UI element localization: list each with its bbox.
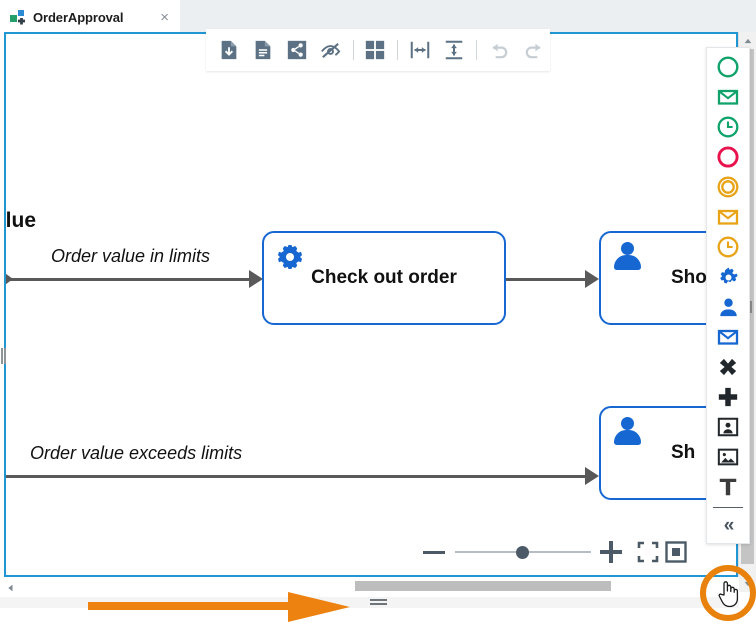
image-icon[interactable] xyxy=(707,442,749,472)
left-panel-grip-icon[interactable] xyxy=(0,348,7,364)
sequence-flow-2[interactable] xyxy=(506,278,588,281)
grid-icon[interactable] xyxy=(359,29,393,71)
end-event-icon[interactable] xyxy=(707,142,749,172)
scroll-left-arrow-icon[interactable] xyxy=(5,580,17,592)
sequence-flow-1[interactable] xyxy=(8,278,252,281)
flow-arrowhead-3 xyxy=(585,467,599,485)
element-palette: « xyxy=(706,47,750,544)
send-task-icon[interactable] xyxy=(707,322,749,352)
start-event-icon[interactable] xyxy=(707,52,749,82)
tab-title: OrderApproval xyxy=(33,10,124,25)
fit-to-screen-button[interactable] xyxy=(636,540,660,564)
message-start-event-icon[interactable] xyxy=(707,82,749,112)
zoom-in-button[interactable] xyxy=(600,541,622,563)
timer-intermediate-event-icon[interactable] xyxy=(707,232,749,262)
user-task-person-icon xyxy=(612,242,642,272)
user-task-icon[interactable] xyxy=(707,292,749,322)
pool-icon[interactable] xyxy=(707,412,749,442)
intermediate-event-icon[interactable] xyxy=(707,172,749,202)
resize-grip-icon[interactable] xyxy=(370,599,387,606)
undo-icon xyxy=(482,29,516,71)
zoom-out-button[interactable] xyxy=(423,550,445,554)
close-icon[interactable]: × xyxy=(160,9,169,26)
task-label: Check out order xyxy=(311,267,457,288)
parallel-gateway-icon[interactable] xyxy=(707,382,749,412)
exclusive-gateway-icon[interactable] xyxy=(707,352,749,382)
timer-start-event-icon[interactable] xyxy=(707,112,749,142)
bpmn-diagram-icon xyxy=(10,9,26,26)
horizontal-scrollbar[interactable] xyxy=(0,577,739,605)
share-icon[interactable] xyxy=(280,29,314,71)
reset-view-button[interactable] xyxy=(664,540,688,564)
diagram-toolbar xyxy=(206,29,550,71)
lane-title: alue xyxy=(6,209,37,232)
flow-arrowhead-1 xyxy=(249,270,263,288)
flow-label-order-value-exceeds-limits: Order value exceeds limits xyxy=(30,443,243,463)
flow-label-order-value-in-limits: Order value in limits xyxy=(51,246,211,266)
diagram-canvas[interactable]: alue Order value in limits Check out ord… xyxy=(6,34,736,575)
scroll-up-arrow-icon[interactable] xyxy=(739,32,756,49)
zoom-controls xyxy=(423,537,688,567)
scroll-down-arrow-icon[interactable] xyxy=(739,575,756,592)
distribute-vertical-icon[interactable] xyxy=(437,29,471,71)
distribute-horizontal-icon[interactable] xyxy=(403,29,437,71)
redo-icon xyxy=(516,29,550,71)
tab-order-approval[interactable]: OrderApproval × xyxy=(0,0,180,35)
user-task-person-icon xyxy=(612,417,642,447)
horizontal-scrollbar-thumb[interactable] xyxy=(355,581,611,591)
diagram-editor: alue Order value in limits Check out ord… xyxy=(4,32,738,577)
task-check-out-order[interactable]: Check out order xyxy=(262,231,506,325)
flow-arrowhead-2 xyxy=(585,270,599,288)
zoom-slider[interactable] xyxy=(455,544,591,560)
task-label: Sh xyxy=(671,442,696,463)
save-file-icon[interactable] xyxy=(212,29,246,71)
text-annotation-icon[interactable] xyxy=(707,472,749,502)
hide-eye-icon[interactable] xyxy=(314,29,348,71)
task-label: Sho xyxy=(671,267,707,288)
service-task-gear-icon xyxy=(275,242,305,272)
collapse-palette-button[interactable]: « xyxy=(723,515,735,536)
zoom-slider-thumb[interactable] xyxy=(516,546,529,559)
palette-divider xyxy=(713,507,743,508)
document-icon[interactable] xyxy=(246,29,280,71)
service-task-icon[interactable] xyxy=(707,262,749,292)
message-intermediate-event-icon[interactable] xyxy=(707,202,749,232)
status-strip xyxy=(0,597,739,608)
sequence-flow-3[interactable] xyxy=(6,475,588,478)
